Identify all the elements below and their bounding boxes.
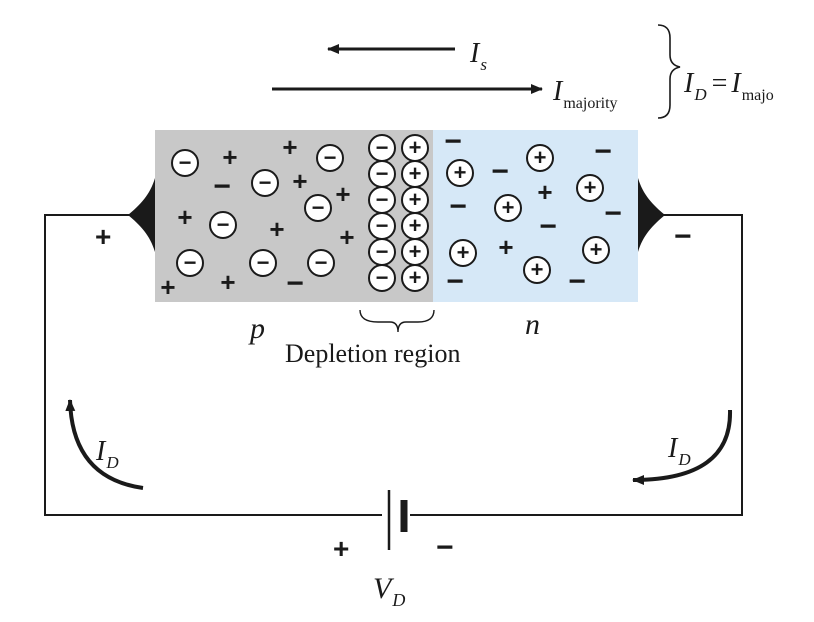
p-side-minus: − [213, 170, 231, 203]
electron-carrier: − [491, 155, 509, 188]
electron-carrier: − [604, 197, 622, 230]
n-label: n [525, 308, 540, 341]
depletion-negative-ion-sign: − [376, 239, 389, 264]
acceptor-ion [171, 149, 199, 177]
acceptor-ion [209, 211, 237, 239]
donor-ion-sign: + [454, 160, 467, 185]
left-terminal-sign: + [95, 221, 111, 252]
hole-carrier: + [222, 142, 237, 172]
donor-ion-sign: + [590, 237, 603, 262]
hole-carrier: + [177, 202, 192, 232]
left-id-label: ID [95, 436, 119, 472]
acceptor-ion [176, 249, 204, 277]
acceptor-ion-sign: − [184, 250, 197, 275]
circuit-wire-left [44, 214, 382, 516]
depletion-positive-ion [401, 264, 429, 292]
acceptor-ion [307, 249, 335, 277]
circuit-wire-right [410, 214, 743, 516]
donor-ion-sign: + [457, 240, 470, 265]
acceptor-ion-sign: − [217, 212, 230, 237]
right-terminal-sign: − [674, 220, 692, 253]
hole-carrier: + [269, 214, 284, 244]
depletion-positive-ion-sign: + [409, 187, 422, 212]
hole-carrier: + [339, 222, 354, 252]
left-loop-arrow [65, 399, 144, 490]
hole-carrier: + [335, 179, 350, 209]
depletion-positive-ion-sign: + [409, 161, 422, 186]
donor-ion [523, 256, 551, 284]
depletion-label: Depletion region [285, 339, 460, 368]
electron-carrier: − [568, 265, 586, 298]
donor-ion-sign: + [534, 145, 547, 170]
acceptor-ion [316, 144, 344, 172]
left-contact [128, 178, 155, 252]
depletion-negative-ion-sign: − [376, 213, 389, 238]
charge-carriers: −−−−−−−−+++++++++−−−−−−−−+++++++++++++−−… [160, 125, 621, 302]
depletion-positive-ion-sign: + [409, 213, 422, 238]
hole-carrier: + [220, 267, 235, 297]
depletion-negative-ion-sign: − [376, 187, 389, 212]
electron-carrier: − [539, 210, 557, 243]
donor-ion [446, 159, 474, 187]
donor-ion [526, 144, 554, 172]
electron-carrier: − [446, 265, 464, 298]
source-plus: + [333, 533, 349, 564]
right-contact [638, 178, 665, 252]
depletion-positive-ion-sign: + [409, 135, 422, 160]
donor-ion-sign: + [584, 175, 597, 200]
electron-carrier: − [594, 135, 612, 168]
donor-ion-sign: + [502, 195, 515, 220]
donor-ion [582, 236, 610, 264]
acceptor-ion-sign: − [257, 250, 270, 275]
acceptor-ion-sign: − [315, 250, 328, 275]
p-side-minus: − [286, 267, 304, 300]
id-equation: ID=Imajo [683, 68, 774, 104]
current-brace [657, 24, 681, 119]
depletion-negative-ion [368, 264, 396, 292]
donor-ion-sign: + [531, 257, 544, 282]
acceptor-ion-sign: − [324, 145, 337, 170]
donor-ion [494, 194, 522, 222]
acceptor-ion-sign: − [312, 195, 325, 220]
depletion-negative-ion-sign: − [376, 265, 389, 290]
donor-ion [576, 174, 604, 202]
acceptor-ion-sign: − [179, 150, 192, 175]
acceptor-ion [251, 169, 279, 197]
hole-carrier: + [160, 272, 175, 302]
depletion-negative-ion-sign: − [376, 135, 389, 160]
is-label: Is [469, 38, 487, 74]
electron-carrier: − [444, 125, 462, 158]
depletion-negative-ion-sign: − [376, 161, 389, 186]
acceptor-ion-sign: − [259, 170, 272, 195]
right-id-label: ID [667, 433, 691, 469]
acceptor-ion [304, 194, 332, 222]
n-side-plus: + [537, 177, 552, 207]
right-loop-arrow [632, 409, 733, 485]
hole-carrier: + [282, 132, 297, 162]
vd-label: VD [373, 572, 405, 610]
depletion-positive-ion-sign: + [409, 265, 422, 290]
source-minus: − [436, 531, 454, 564]
imajority-label: Imajority [552, 76, 618, 112]
donor-ion [449, 239, 477, 267]
electron-carrier: − [449, 190, 467, 223]
depletion-brace [359, 309, 435, 333]
p-label: p [248, 312, 265, 345]
acceptor-ion [249, 249, 277, 277]
depletion-positive-ion-sign: + [409, 239, 422, 264]
n-side-plus: + [498, 232, 513, 262]
hole-carrier: + [292, 166, 307, 196]
